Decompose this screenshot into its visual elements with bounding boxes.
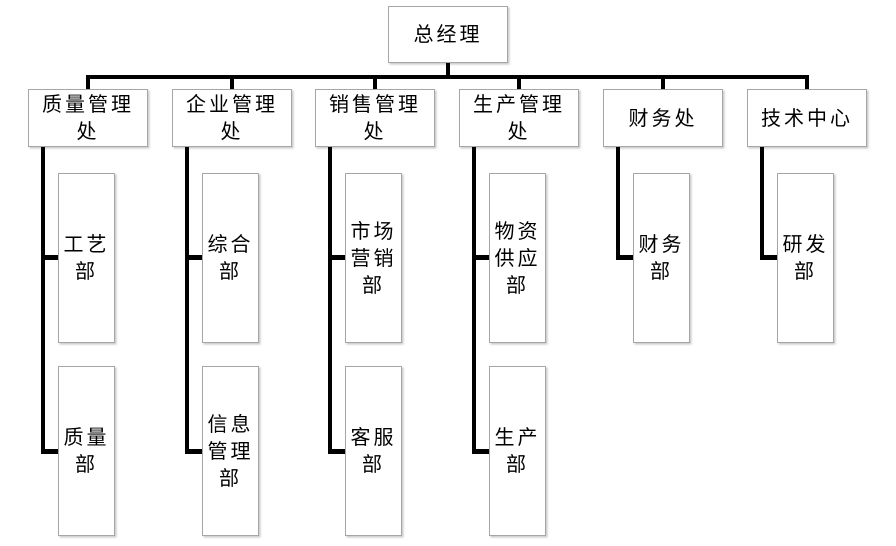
box-rd-dept: 研发部 bbox=[777, 173, 834, 343]
connector-stub-3-2 bbox=[328, 449, 345, 454]
box-general-manager: 总经理 bbox=[388, 6, 508, 63]
connector-hang-3 bbox=[328, 147, 332, 454]
connector-hang-1 bbox=[41, 147, 45, 454]
connector-stub-1-2 bbox=[41, 449, 58, 454]
connector-stub-2-2 bbox=[185, 449, 202, 454]
connector-main-rail bbox=[86, 75, 809, 79]
box-marketing-dept: 市场营销部 bbox=[345, 173, 402, 343]
connector-stub-1-1 bbox=[41, 255, 58, 260]
connector-stub-2-1 bbox=[185, 255, 202, 260]
box-quality-dept: 质量部 bbox=[58, 366, 115, 536]
connector-hang-4 bbox=[472, 147, 476, 454]
connector-hang-5 bbox=[616, 147, 620, 260]
connector-stub-5-1 bbox=[616, 255, 633, 260]
box-production-dept: 生产部 bbox=[489, 366, 546, 536]
box-information-management-dept: 信息管理部 bbox=[202, 366, 259, 536]
box-finance-dept: 财务部 bbox=[633, 173, 690, 343]
box-technology-center: 技术中心 bbox=[747, 89, 867, 147]
box-enterprise-management-office: 企业管理处 bbox=[172, 89, 292, 147]
box-sales-management-office: 销售管理处 bbox=[315, 89, 435, 147]
box-process-dept: 工艺部 bbox=[58, 173, 115, 343]
connector-drop-6 bbox=[805, 75, 809, 91]
box-finance-office: 财务处 bbox=[603, 89, 723, 147]
box-customer-service-dept: 客服部 bbox=[345, 366, 402, 536]
connector-stub-4-1 bbox=[472, 255, 489, 260]
connector-drop-1 bbox=[86, 75, 90, 91]
connector-hang-2 bbox=[185, 147, 189, 454]
connector-drop-4 bbox=[517, 75, 521, 91]
connector-stub-6-1 bbox=[760, 255, 777, 260]
connector-drop-5 bbox=[661, 75, 665, 91]
connector-root-stub bbox=[446, 63, 450, 77]
connector-hang-6 bbox=[760, 147, 764, 260]
box-general-affairs-dept: 综合部 bbox=[202, 173, 259, 343]
connector-stub-4-2 bbox=[472, 449, 489, 454]
connector-stub-3-1 bbox=[328, 255, 345, 260]
connector-drop-3 bbox=[373, 75, 377, 91]
box-production-management-office: 生产管理处 bbox=[459, 89, 579, 147]
box-material-supply-dept: 物资供应部 bbox=[489, 173, 546, 343]
connector-drop-2 bbox=[230, 75, 234, 91]
box-quality-management-office: 质量管理处 bbox=[28, 89, 148, 147]
